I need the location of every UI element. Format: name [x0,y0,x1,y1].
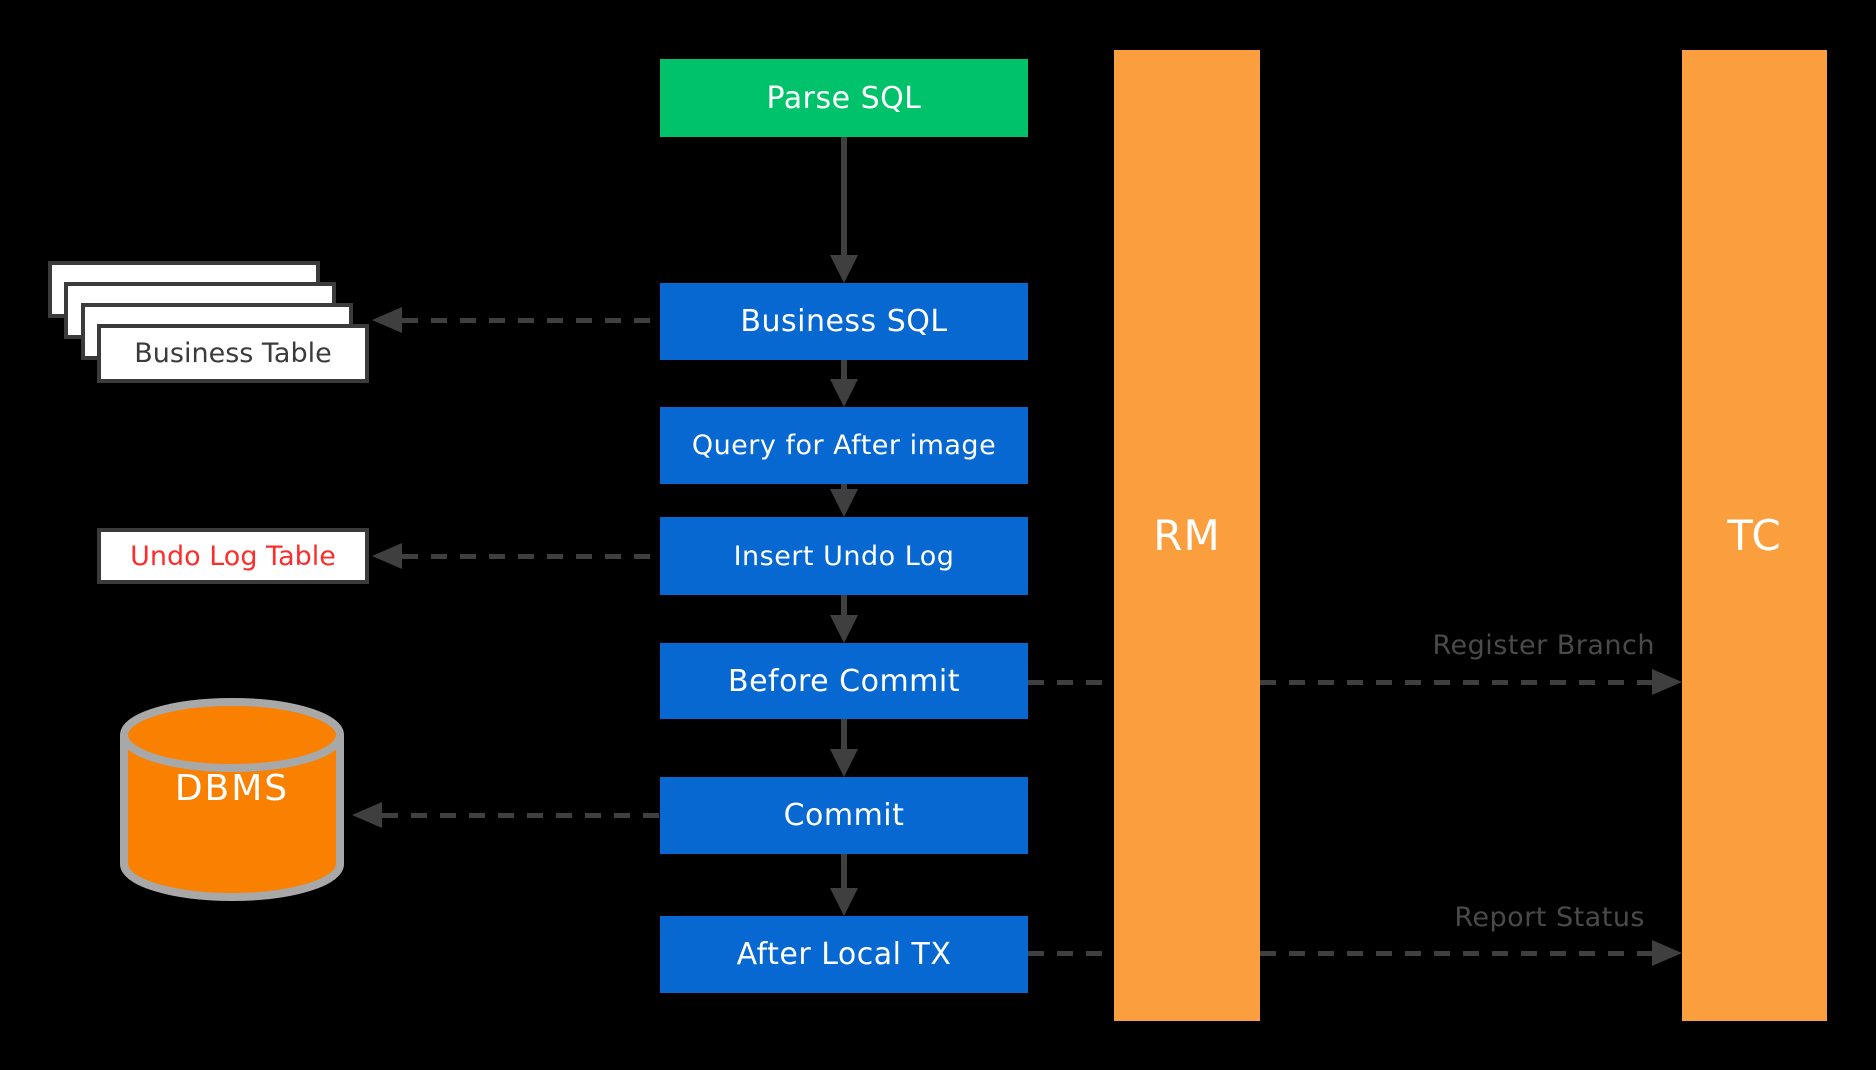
arrowhead-down-icon [830,489,858,517]
dbms-label: DBMS [174,768,290,809]
edge-business-sql-to-business-table [402,318,660,323]
edge-label-report-status: Report Status [1454,902,1645,933]
database-cylinder-icon [120,698,344,901]
edge-commit-to-dbms [382,813,660,818]
connector-query-to-insert [841,484,847,490]
arrowhead-left-business-table-icon [372,307,402,333]
flow-node-query-after-image: Query for After image [660,407,1028,484]
connector-business-to-query [841,360,847,380]
lane-rm-label: RM [1153,511,1221,560]
dbms-cylinder: DBMS [110,692,354,908]
arrowhead-down-icon [830,749,858,777]
flow-node-before-commit: Before Commit [660,643,1028,719]
flow-node-parse-sql: Parse SQL [660,59,1028,137]
arrowhead-right-register-branch-icon [1652,669,1682,695]
arrowhead-left-dbms-icon [352,802,382,828]
lane-rm: RM [1114,50,1260,1021]
edge-label-register-branch: Register Branch [1432,630,1655,661]
arrowhead-down-icon [830,379,858,407]
arrowhead-right-report-status-icon [1652,940,1682,966]
flow-node-business-sql: Business SQL [660,283,1028,360]
flow-node-after-local-tx: After Local TX [660,916,1028,993]
connector-commit-to-after-tx [841,854,847,890]
connector-parse-to-business [841,137,847,257]
flow-node-insert-undo-log: Insert Undo Log [660,517,1028,595]
connector-before-commit-to-commit [841,719,847,751]
undo-log-table: Undo Log Table [97,528,369,584]
edge-register-branch [1028,680,1654,685]
connector-insert-to-before-commit [841,595,847,617]
arrowhead-down-icon [830,255,858,283]
business-table: Business Table [97,324,369,383]
flow-node-commit: Commit [660,777,1028,854]
lane-tc: TC [1682,50,1827,1021]
edge-report-status [1028,951,1654,956]
arrowhead-down-icon [830,615,858,643]
arrowhead-left-undo-table-icon [372,543,402,569]
lane-tc-label: TC [1727,511,1782,560]
edge-insert-undo-log-to-undo-table [402,554,660,559]
arrowhead-down-icon [830,888,858,916]
